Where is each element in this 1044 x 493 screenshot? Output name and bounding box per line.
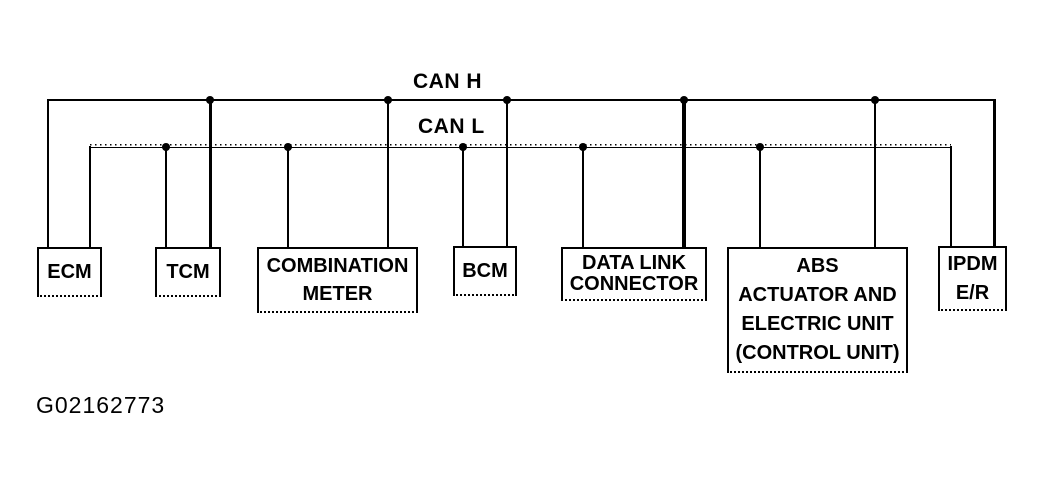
junction-dot-tcm-can_l [162, 143, 170, 151]
module-label-line: COMBINATION [266, 255, 409, 277]
connection-tcm-can_h [208, 99, 212, 251]
figure-id-label: G02162773 [36, 392, 166, 418]
connection-ecm-can_l [89, 146, 91, 251]
junction-dot-bcm-can_l [459, 143, 467, 151]
connection-bcm-can_h [505, 99, 509, 250]
module-box-bcm: BCM [453, 246, 517, 296]
module-box-tcm: TCM [155, 247, 221, 297]
module-label-line: CONNECTOR [569, 273, 699, 295]
module-box-abs_actuator: ABS ACTUATOR AND ELECTRIC UNIT (CONTROL UNI… [727, 247, 908, 373]
connection-ipdm_er-can_h [992, 99, 996, 250]
can-h-bus-label: CAN H [413, 70, 482, 93]
connection-combination_meter-can_h [386, 99, 390, 251]
module-box-ecm: ECM [37, 247, 102, 297]
junction-dot-combination_meter-can_l [284, 143, 292, 151]
junction-dot-abs_actuator-can_h [871, 96, 879, 104]
module-box-ipdm_er: IPDM E/R [938, 246, 1007, 311]
can-l-bus-line [90, 144, 951, 148]
junction-dot-data_link_connector-can_l [579, 143, 587, 151]
connection-tcm-can_l [165, 146, 167, 251]
module-label-line: (CONTROL UNIT) [735, 342, 900, 364]
module-label-line: IPDM [947, 252, 998, 275]
module-label-line: BCM [462, 260, 508, 282]
connection-combination_meter-can_l [287, 146, 289, 251]
module-label-line: ECM [47, 261, 92, 283]
connection-abs_actuator-can_l [759, 146, 761, 251]
module-label-line: ACTUATOR AND [738, 284, 897, 306]
module-label-line: ELECTRIC UNIT [741, 313, 894, 335]
module-label-line: TCM [166, 261, 210, 283]
can-h-bus-line [48, 99, 994, 101]
connection-data_link_connector-can_h [682, 99, 686, 251]
can-l-bus-label: CAN L [418, 115, 485, 138]
module-label-line: E/R [955, 281, 990, 304]
module-label-line: METER [302, 283, 373, 305]
junction-dot-data_link_connector-can_h [680, 96, 688, 104]
connection-abs_actuator-can_h [874, 99, 876, 251]
module-label-line: ABS [796, 255, 839, 277]
junction-dot-tcm-can_h [206, 96, 214, 104]
junction-dot-bcm-can_h [503, 96, 511, 104]
junction-dot-combination_meter-can_h [384, 96, 392, 104]
junction-dot-abs_actuator-can_l [756, 143, 764, 151]
connection-data_link_connector-can_l [582, 146, 584, 251]
connection-ipdm_er-can_l [950, 146, 952, 250]
module-box-combination_meter: COMBINATION METER [257, 247, 418, 313]
connection-bcm-can_l [462, 146, 464, 250]
module-label-line: DATA LINK [581, 252, 687, 274]
connection-ecm-can_h [47, 99, 49, 251]
